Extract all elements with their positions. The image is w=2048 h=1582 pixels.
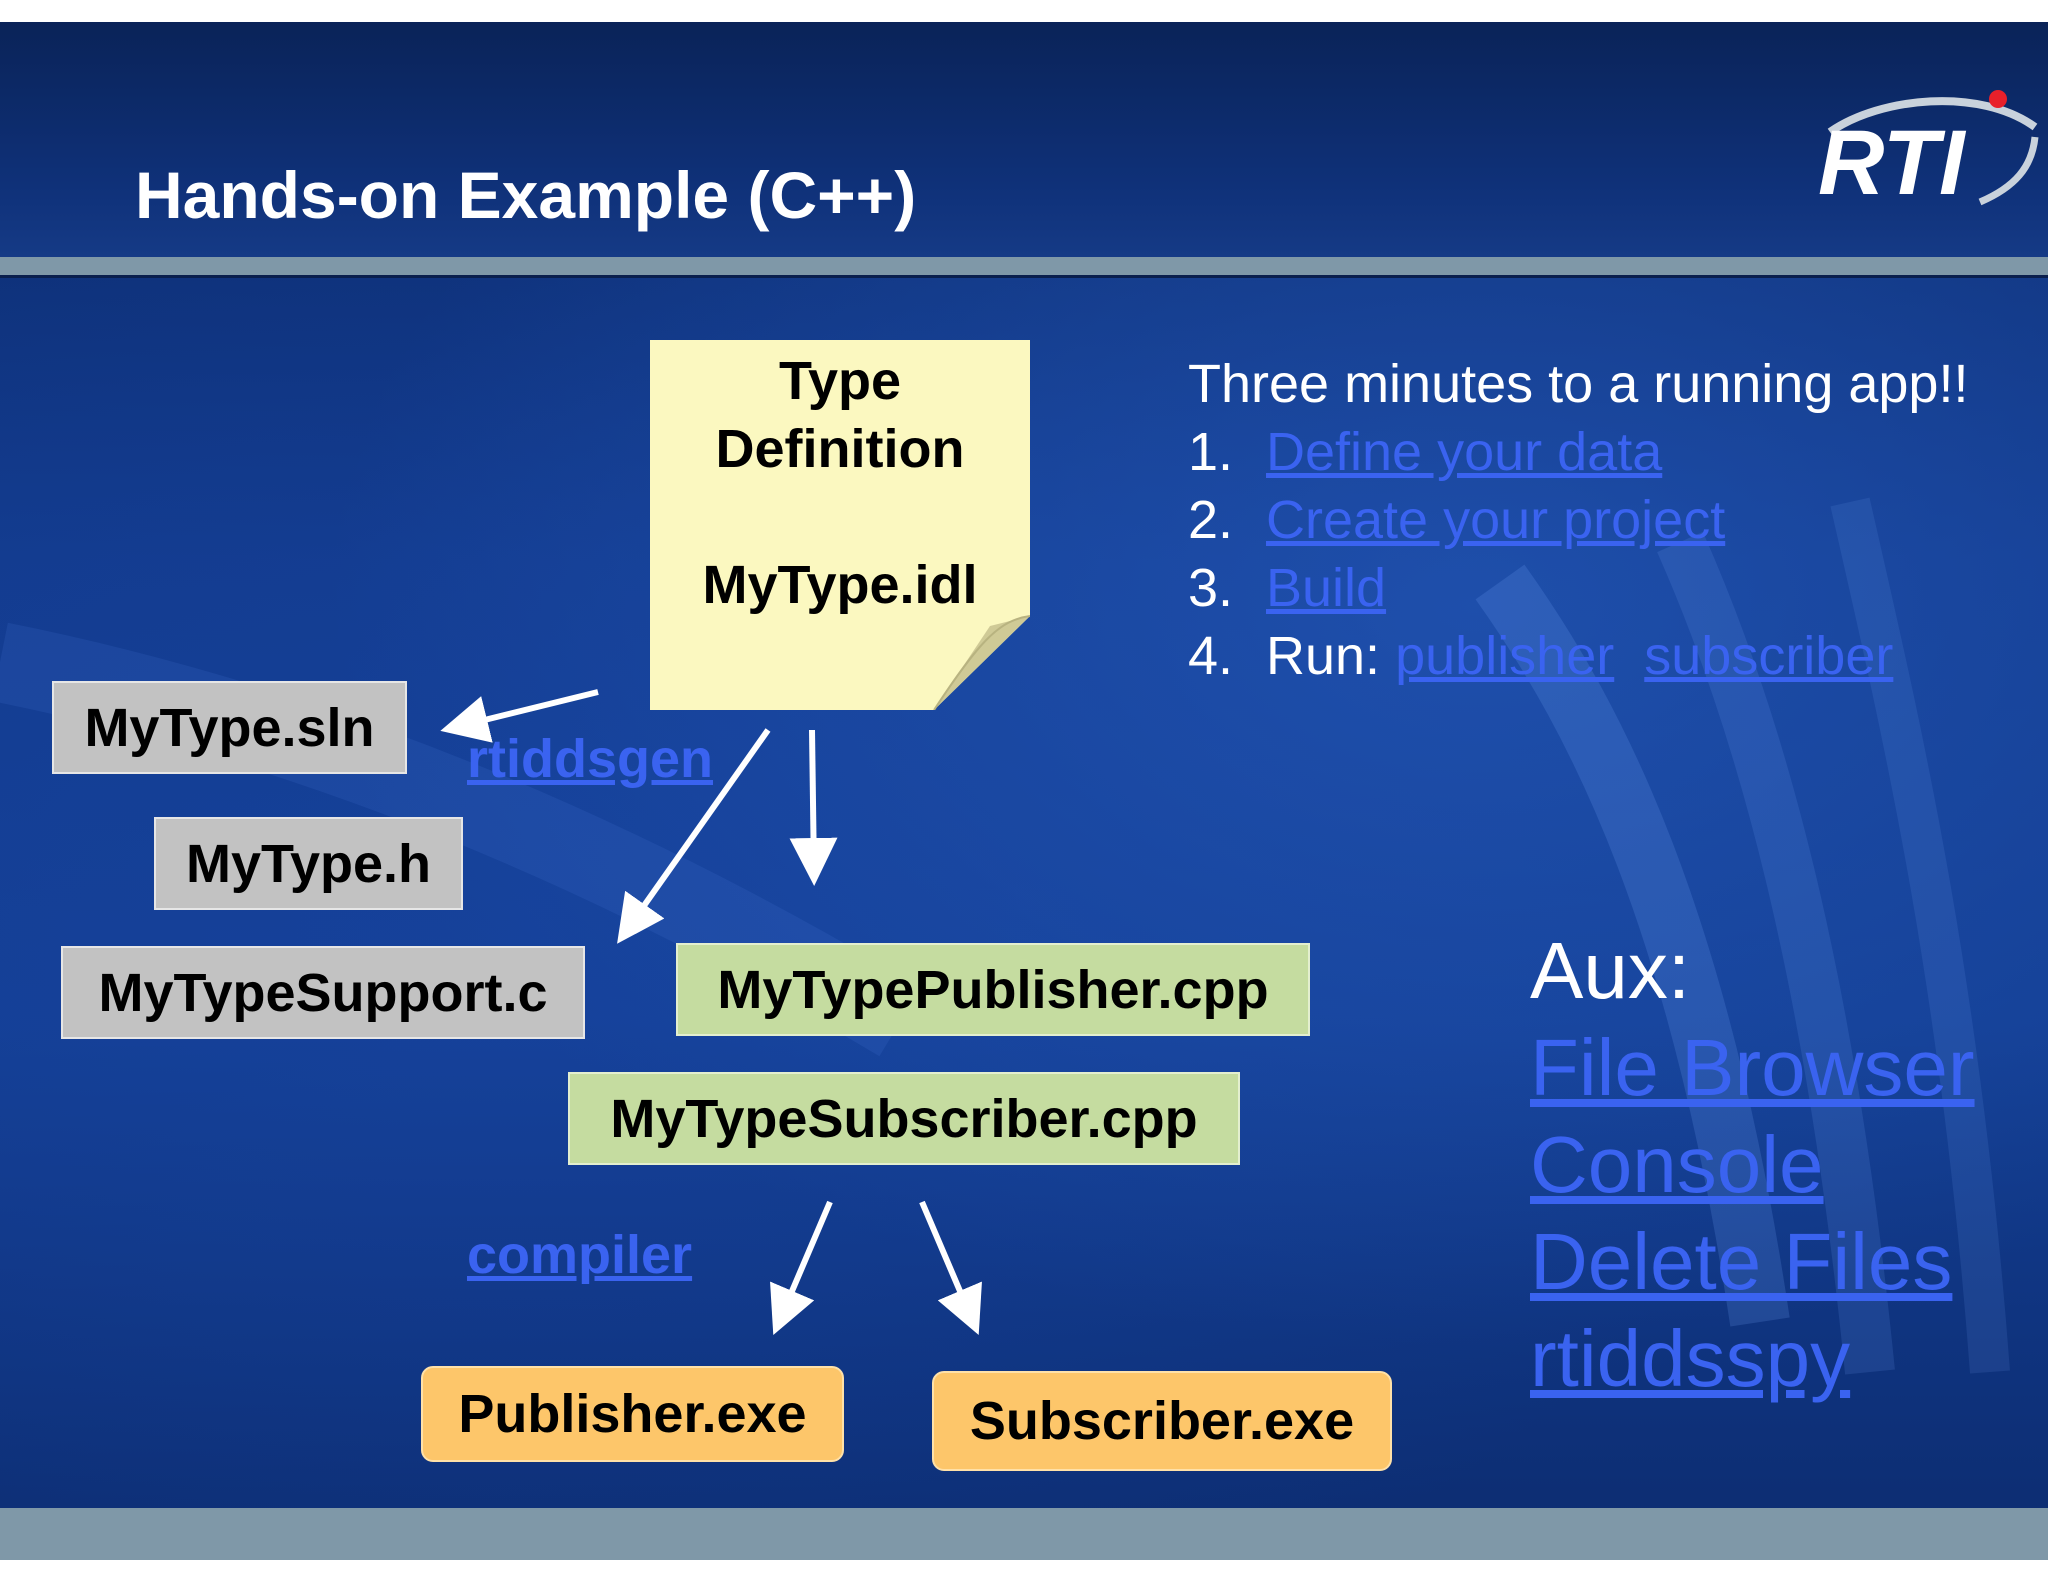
run-publisher-link[interactable]: publisher: [1395, 626, 1615, 686]
aux-heading: Aux:: [1530, 926, 1691, 1015]
footer-bar: [0, 1508, 2048, 1560]
mytype-sln-label: MyType.sln: [84, 697, 375, 758]
run-label: Run:: [1266, 626, 1381, 686]
mytypepublisher-label: MyTypePublisher.cpp: [717, 959, 1269, 1020]
arrow-to-sln: [440, 689, 599, 743]
rti-logo: RTI: [1818, 90, 2039, 212]
steps-intro: Three minutes to a running app!!: [1188, 354, 1969, 414]
step-3: 3. Build: [1188, 554, 1968, 622]
steps-list: Three minutes to a running app!! 1. Defin…: [1188, 350, 1968, 690]
run-subscriber-link[interactable]: subscriber: [1644, 626, 1894, 686]
console-link[interactable]: Console: [1530, 1120, 1824, 1209]
mytypesubscriber-box: MyTypeSubscriber.cpp: [568, 1072, 1240, 1165]
mytypepublisher-box: MyTypePublisher.cpp: [676, 943, 1310, 1036]
mytypesupport-box: MyTypeSupport.c: [61, 946, 585, 1039]
step-1: 1. Define your data: [1188, 418, 1968, 486]
delete-files-link[interactable]: Delete Files: [1530, 1217, 1953, 1306]
create-project-link[interactable]: Create your project: [1266, 490, 1726, 550]
type-definition-note: [650, 340, 1030, 710]
arrow-to-subscriber-exe: [919, 1200, 982, 1336]
subscriber-exe-label: Subscriber.exe: [969, 1391, 1355, 1451]
step-4: 4. Run: publisher subscriber: [1188, 622, 1968, 690]
aux-section: Aux: File Browser Console Delete Files r…: [1530, 922, 1975, 1407]
compiler-link[interactable]: compiler: [467, 1225, 693, 1285]
subscriber-exe-box: Subscriber.exe: [932, 1371, 1392, 1471]
step-1-number: 1.: [1188, 422, 1234, 482]
mytype-h-box: MyType.h: [154, 817, 463, 910]
mytypesupport-label: MyTypeSupport.c: [98, 962, 548, 1023]
rtiddsgen-link[interactable]: rtiddsgen: [467, 729, 714, 789]
header-bar: [0, 22, 2048, 257]
note-line-type: Type: [778, 351, 902, 411]
note-line-definition: Definition: [715, 419, 965, 479]
slide-title: Hands-on Example (C++): [135, 158, 917, 232]
arrow-to-publisher-cpp: [789, 729, 838, 886]
arrow-to-publisher-exe: [770, 1200, 833, 1336]
header-rule: [0, 257, 2048, 275]
file-browser-link[interactable]: File Browser: [1530, 1023, 1975, 1112]
mytypesubscriber-label: MyTypeSubscriber.cpp: [610, 1088, 1198, 1149]
rtiddsspy-link[interactable]: rtiddsspy: [1530, 1314, 1851, 1403]
step-2-number: 2.: [1188, 490, 1234, 550]
build-link[interactable]: Build: [1266, 558, 1387, 618]
publisher-exe-box: Publisher.exe: [421, 1366, 844, 1462]
step-2: 2. Create your project: [1188, 486, 1968, 554]
mytype-h-label: MyType.h: [185, 833, 432, 894]
idl-filename: MyType.idl: [702, 555, 978, 615]
type-definition-text: Type Definition MyType.idl: [650, 347, 1030, 619]
mytype-sln-box: MyType.sln: [52, 681, 407, 774]
slide: Hands-on Example (C++) RTI Type Definiti…: [0, 22, 2048, 1560]
publisher-exe-label: Publisher.exe: [458, 1384, 807, 1444]
step-3-number: 3.: [1188, 558, 1234, 618]
rti-logo-text: RTI: [1818, 112, 1967, 212]
flow-arrows: [440, 689, 982, 1336]
arrow-to-support: [617, 728, 771, 944]
define-data-link[interactable]: Define your data: [1266, 422, 1663, 482]
header-rule-shadow: [0, 275, 2048, 278]
step-4-number: 4.: [1188, 626, 1234, 686]
